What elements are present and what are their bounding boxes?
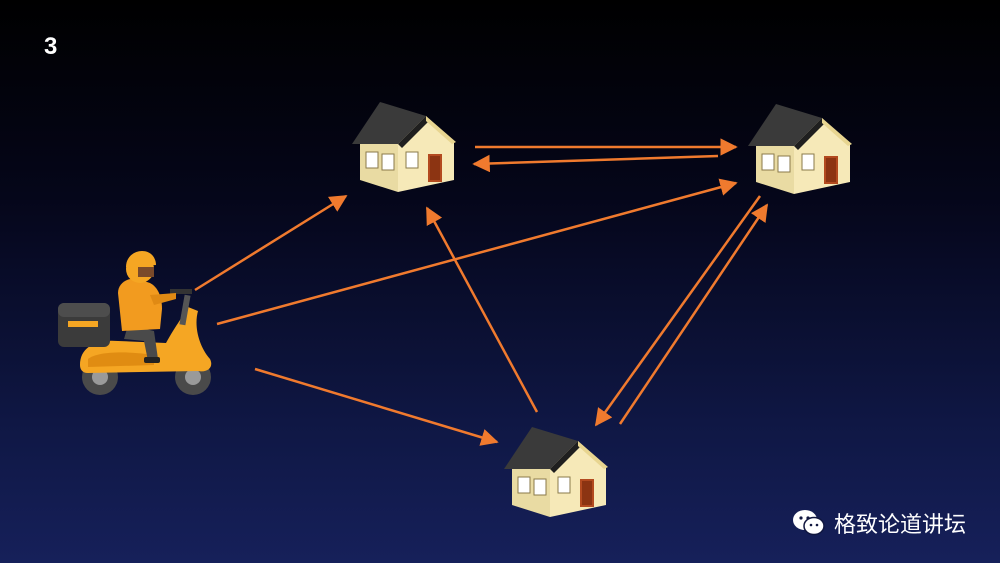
watermark-text: 格致论道讲坛 bbox=[833, 513, 966, 538]
slide-number: 3 bbox=[44, 33, 58, 60]
route-arrow-courier-to-house-c bbox=[254, 367, 499, 446]
house-icon bbox=[351, 101, 457, 193]
edges-layer bbox=[194, 138, 769, 446]
route-arrow-house-c-to-house-b bbox=[618, 203, 769, 425]
route-arrow-house-c-to-house-a bbox=[425, 206, 539, 413]
route-arrow-courier-to-house-a bbox=[194, 194, 348, 292]
wechat-icon bbox=[792, 509, 826, 537]
house-icon bbox=[747, 103, 853, 195]
house-icon bbox=[503, 426, 609, 518]
route-arrow-house-b-to-house-c bbox=[594, 195, 762, 427]
route-arrow-courier-to-house-b bbox=[216, 178, 738, 326]
watermark: 格致论道讲坛 bbox=[792, 507, 966, 539]
route-arrow-house-b-to-house-a bbox=[472, 154, 719, 173]
delivery-scooter-icon bbox=[58, 251, 212, 395]
